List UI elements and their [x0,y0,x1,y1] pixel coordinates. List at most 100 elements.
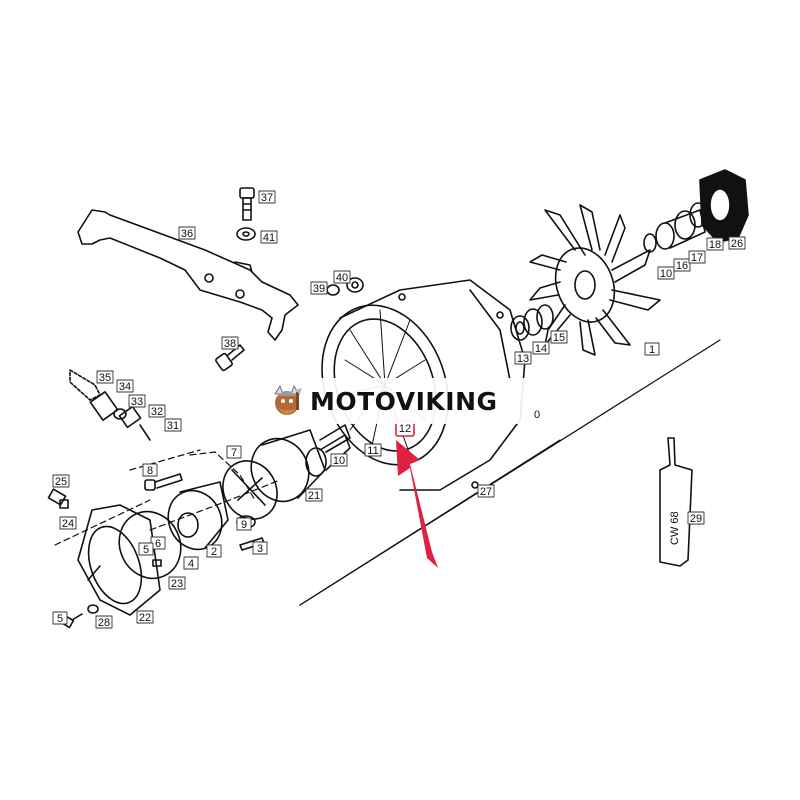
bolt-38-drawing [215,344,245,372]
svg-text:15: 15 [553,332,565,344]
svg-text:5: 5 [57,613,63,625]
callout-39: 39 [310,281,328,295]
callout-33: 33 [128,394,146,408]
svg-text:29: 29 [690,513,702,525]
shaft-10-drawing [319,424,351,453]
callout-38: 38 [221,336,239,350]
callout-12: 12 [395,420,415,437]
ring-15-drawing [536,304,554,330]
callout-41: 41 [260,230,278,244]
svg-text:28: 28 [98,617,110,629]
svg-text:38: 38 [224,338,236,350]
bolt-37-drawing [239,187,255,221]
svg-text:16: 16 [676,260,688,272]
washer-28-drawing [87,604,99,614]
svg-text:12: 12 [399,423,411,435]
svg-text:33: 33 [131,396,143,408]
svg-text:17: 17 [691,252,703,264]
svg-text:26: 26 [731,238,743,250]
svg-text:25: 25 [55,476,67,488]
gasket-23-drawing [118,510,182,580]
svg-text:5: 5 [143,544,149,556]
callout-26: 26 [728,236,746,250]
callout-labels: 37 41 36 38 39 40 35 34 33 32 31 25 24 8… [52,190,746,629]
svg-text:4: 4 [188,558,194,570]
watermark-banner: MOTOVIKING [262,378,534,424]
svg-text:22: 22 [139,612,151,624]
tube-29-drawing: CW 68 [659,437,693,567]
svg-text:39: 39 [313,283,325,295]
rotor-21-drawing [250,429,351,503]
svg-text:11: 11 [367,445,378,457]
callout-5: 5 [138,542,154,556]
callout-22: 22 [136,610,154,624]
svg-text:10: 10 [660,268,672,280]
svg-text:7: 7 [231,447,237,459]
callout-9: 9 [236,517,252,531]
svg-text:40: 40 [336,272,348,284]
nut-39-drawing [326,284,340,296]
callout-4: 4 [183,556,199,570]
svg-text:24: 24 [62,518,74,530]
fitting-25-drawing [47,488,69,509]
collar-16-drawing [655,209,706,250]
bearing-14-drawing [523,308,543,336]
callout-2: 2 [206,544,222,558]
cover-22-drawing [77,504,161,616]
pulley-26-drawing [699,169,749,243]
callout-25: 25 [52,474,70,488]
callout-37: 37 [258,190,276,204]
callout-3: 3 [252,541,268,555]
callout-13: 13 [514,351,532,365]
callout-16: 16 [673,258,691,272]
callout-35: 35 [96,370,114,384]
red-arrow-icon [396,440,438,568]
callout-17: 17 [688,250,706,264]
callout-24: 24 [59,516,77,530]
svg-text:23: 23 [171,578,183,590]
callout-27: 27 [477,484,495,498]
svg-text:31: 31 [167,420,179,432]
svg-text:9: 9 [241,519,247,531]
callout-18: 18 [706,237,724,251]
callout-29: 29 [687,511,705,525]
svg-text:34: 34 [119,381,131,393]
bracket-36-drawing [77,209,299,341]
callout-10: 10 [330,453,348,467]
washer-10b-drawing [643,233,657,253]
sensor-35-drawing [69,369,151,441]
svg-text:0: 0 [534,409,540,421]
svg-text:14: 14 [535,343,547,355]
callout-40: 40 [333,270,351,284]
svg-text:21: 21 [308,490,320,502]
svg-text:32: 32 [151,406,163,418]
callout-21: 21 [305,488,323,502]
callout-28: 28 [95,615,113,629]
svg-text:36: 36 [181,228,193,240]
viking-mascot-icon [274,385,302,415]
brand-name: MOTOVIKING [310,386,498,416]
svg-text:41: 41 [263,232,275,244]
callout-31: 31 [164,418,182,432]
callout-15: 15 [550,330,568,344]
highlight-arrow [396,440,438,568]
callout-14: 14 [532,341,550,355]
svg-text:27: 27 [480,486,492,498]
axis-lines [54,339,721,606]
fan-1-drawing [529,204,661,356]
callout-23: 23 [168,576,186,590]
svg-text:1: 1 [649,344,655,356]
svg-text:3: 3 [257,543,263,555]
callout-11: 11 [364,443,382,457]
gasket-7-drawing [222,460,278,520]
callout-1: 1 [644,342,660,356]
svg-text:10: 10 [333,455,345,467]
bearing-13-drawing [510,315,530,341]
svg-text:2: 2 [211,546,217,558]
callout-36: 36 [178,226,196,240]
svg-text:13: 13 [517,353,529,365]
svg-text:18: 18 [709,239,721,251]
callout-8: 8 [142,463,158,477]
